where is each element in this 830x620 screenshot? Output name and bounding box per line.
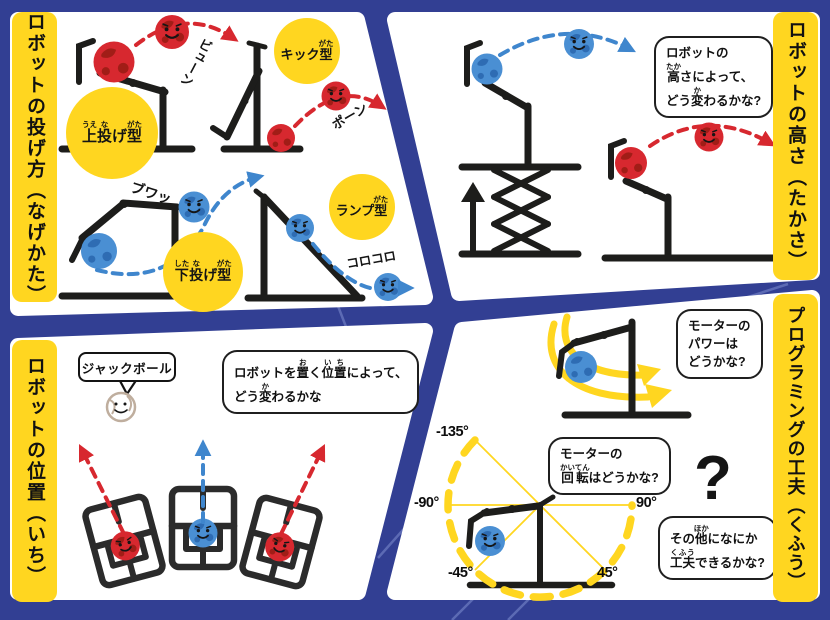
angle-label-m45: -45° xyxy=(448,565,473,581)
blue-ball-rolling xyxy=(374,273,402,301)
angle-label-p45: 45° xyxy=(597,565,618,581)
red-ball-held-overhand xyxy=(93,41,135,83)
blue-ball-power xyxy=(565,351,597,383)
blue-ball-flying-underhand xyxy=(178,191,210,223)
type-circle-overhand: 上うえ投なげ型がた xyxy=(66,87,158,179)
roll-arc-ramp xyxy=(311,242,372,290)
type-circle-kick: キック型がた xyxy=(274,18,340,84)
motor-power-arrows xyxy=(547,313,672,408)
type-circle-ramp: ランプ型がた xyxy=(329,174,395,240)
throw-arc-lift xyxy=(498,32,636,57)
robot-ramp-figure xyxy=(244,188,366,302)
blue-ball-held-lift xyxy=(471,53,503,85)
question-mark: ? xyxy=(694,444,732,513)
banner-position: ロボットの位置（いち） xyxy=(12,340,57,602)
position-arrow-right xyxy=(279,443,326,536)
bubble-rotation: モーターの回転かいてんはどうかな? xyxy=(548,437,671,496)
rotation-protractor xyxy=(444,436,636,601)
angle-label-m90: -90° xyxy=(414,495,439,511)
banner-throw: ロボットの投げ方（なげかた） xyxy=(12,12,57,306)
banner-programming-label: プログラミングの工夫（くふう） xyxy=(785,305,806,591)
robot-on-lift-figure xyxy=(458,40,582,258)
blue-ball-on-ramp xyxy=(286,214,314,242)
position-arrow-left xyxy=(78,443,126,536)
type-circle-underhand: 下した投なげ型がた xyxy=(163,232,243,312)
banner-programming: プログラミングの工夫（くふう） xyxy=(773,294,818,602)
robot-short-figure xyxy=(601,138,792,262)
angle-label-m135: -135° xyxy=(436,424,469,440)
blue-ball-held-underhand xyxy=(81,233,117,269)
banner-position-label: ロボットの位置（いち） xyxy=(24,355,45,587)
banner-throw-label: ロボットの投げ方（なげかた） xyxy=(24,12,45,306)
banner-height: ロボットの高さ（たかさ） xyxy=(773,12,818,280)
red-ball-at-kick xyxy=(267,124,295,152)
blue-ball-flying-lift xyxy=(564,29,594,59)
red-ball-flying-overhand xyxy=(155,15,189,49)
angle-label-p90: 90° xyxy=(636,495,657,511)
robot-power-figure xyxy=(556,318,692,419)
blue-ball-rotation xyxy=(475,526,505,556)
jack-ball xyxy=(105,391,137,423)
bubble-power: モーターのパワーはどうかな? xyxy=(676,309,763,380)
rotation-range-arc xyxy=(444,436,636,601)
lift-up-arrow xyxy=(461,182,485,254)
red-ball-held-short xyxy=(615,147,647,179)
banner-height-label: ロボットの高さ（たかさ） xyxy=(785,20,806,272)
bubble-other: その他ほかになにか工夫くふうできるかな? xyxy=(658,516,777,581)
robot-rotation-figure xyxy=(466,502,542,549)
bubble-height: ロボットの高たかさによって、どう変かわるかな? xyxy=(654,36,774,119)
jack-ball-label: ジャックボール xyxy=(78,352,176,382)
red-ball-flying-short xyxy=(694,122,724,152)
bubble-position: ロボットを置おく位置いちによって、どう変かわるかな xyxy=(222,350,420,415)
